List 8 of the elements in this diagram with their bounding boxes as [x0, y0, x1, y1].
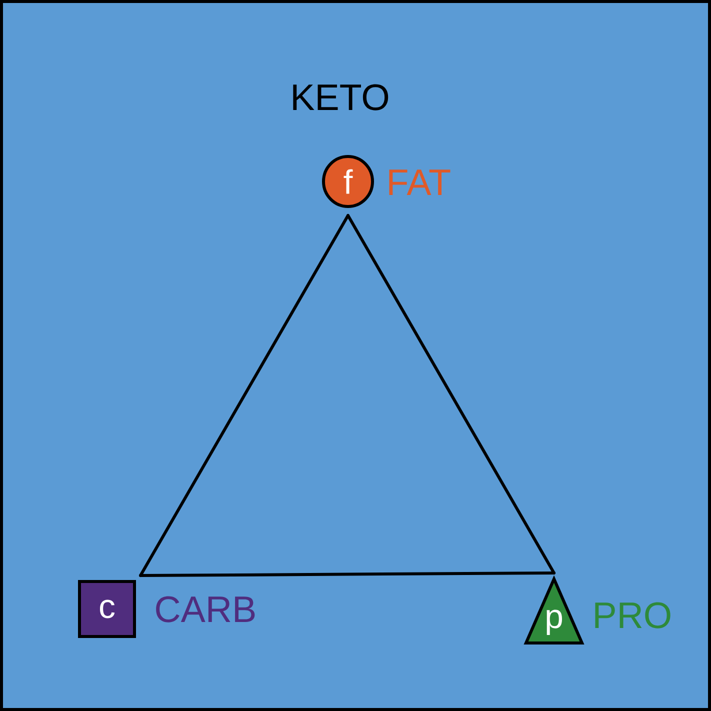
connector-line	[139, 214, 350, 577]
connector-line	[139, 572, 556, 577]
node-caption: CARB	[156, 596, 255, 622]
connector-line	[346, 214, 556, 574]
node-caption: PRO	[595, 602, 670, 628]
letter-square: c	[78, 580, 136, 638]
node-caption: FAT	[389, 170, 450, 195]
title: KETO	[293, 84, 388, 110]
